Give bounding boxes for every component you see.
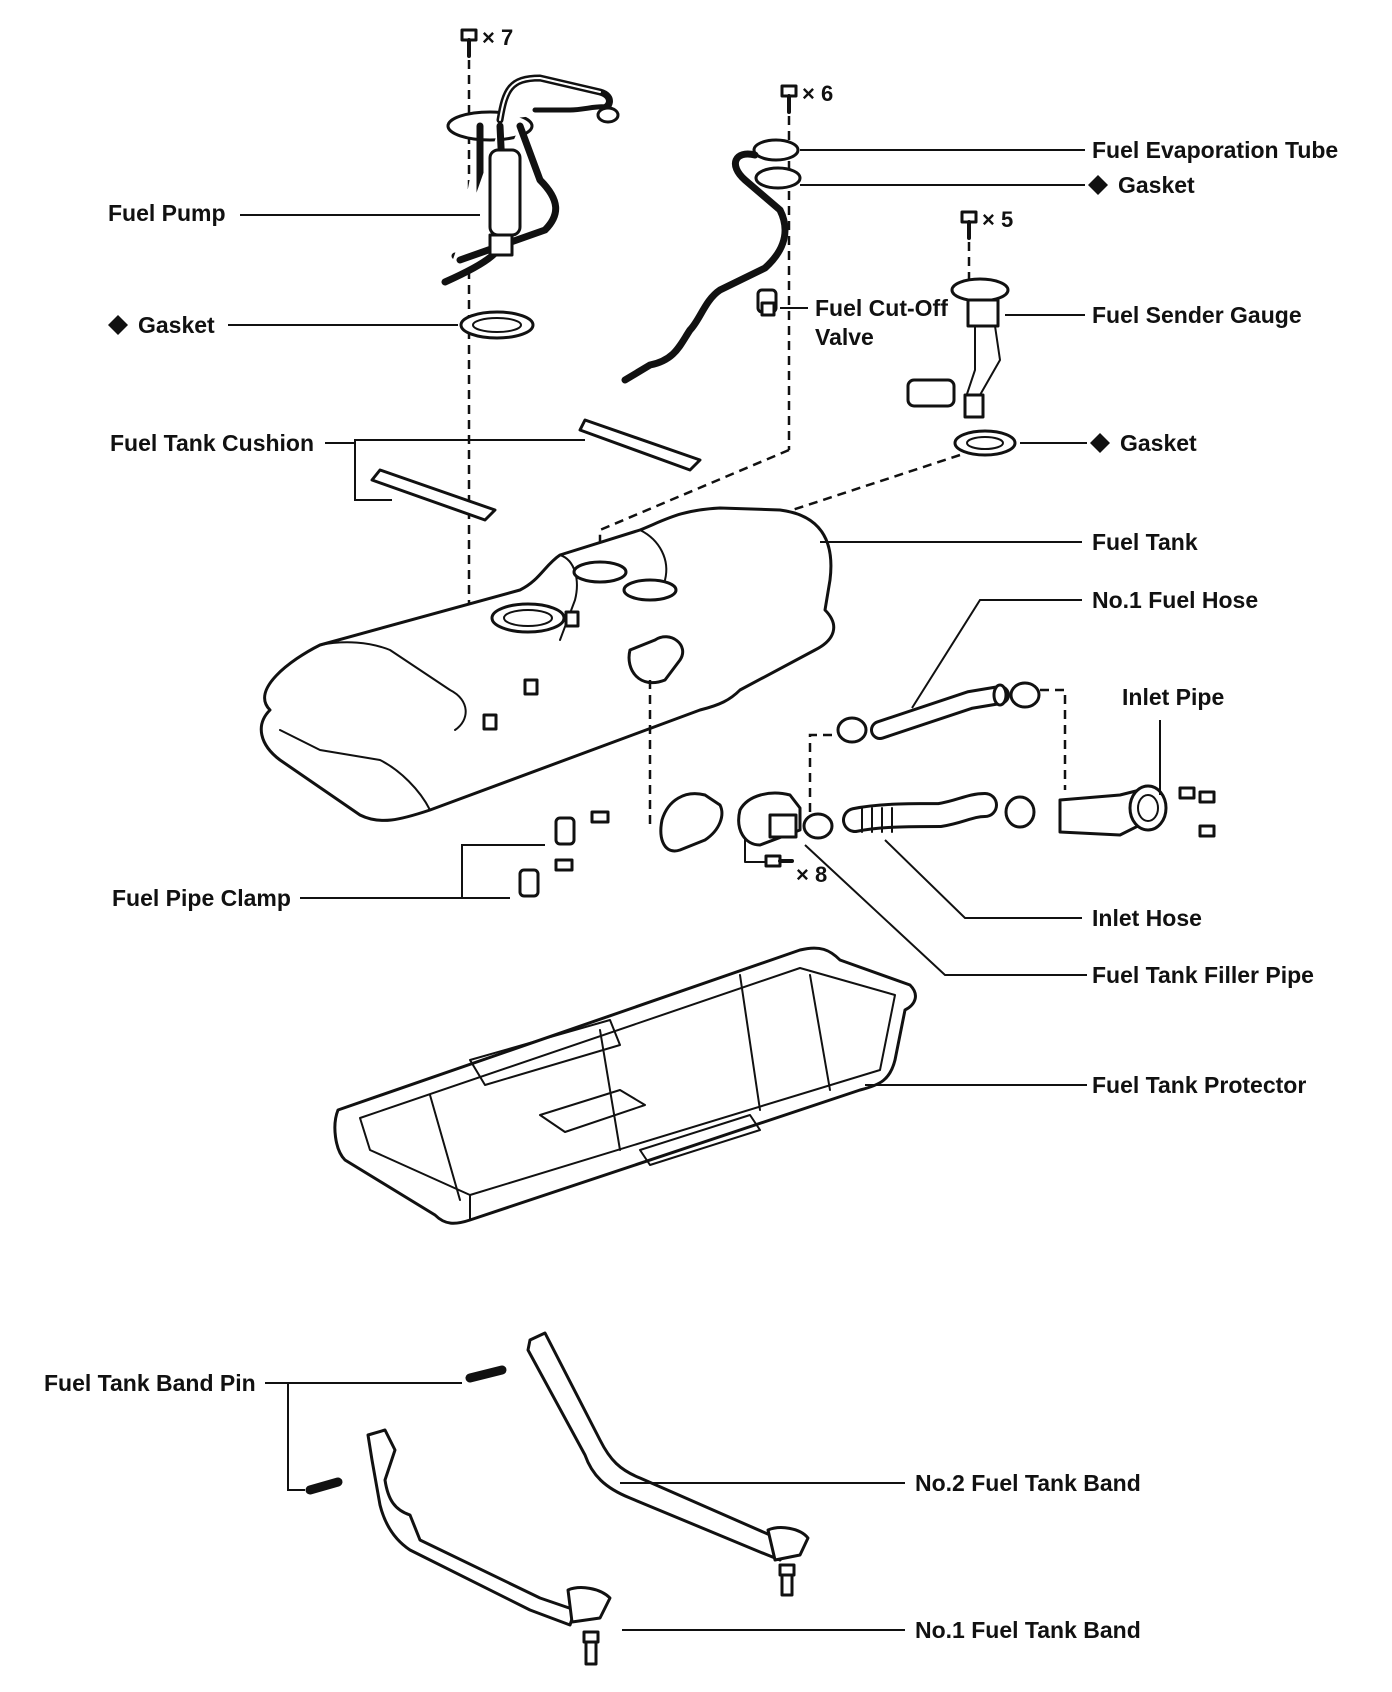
pump-gasket-part (459, 310, 535, 340)
label-inlet-pipe: Inlet Pipe (1122, 684, 1224, 710)
fuel-tank-protector-part (333, 946, 917, 1225)
label-no1-fuel-tank-band: No.1 Fuel Tank Band (915, 1617, 1141, 1643)
label-fuel-pipe-clamp: Fuel Pipe Clamp (112, 885, 291, 911)
label-fuel-pump: Fuel Pump (108, 200, 226, 226)
evap-bolt-icon (780, 84, 798, 114)
filler-bolt-icon (764, 854, 794, 868)
label-fuel-cutoff-valve-1: Fuel Cut-Off (815, 295, 948, 321)
label-fuel-tank-protector: Fuel Tank Protector (1092, 1072, 1306, 1098)
fuel-tank-part (259, 506, 836, 822)
qty-evap-bolts: × 6 (802, 81, 833, 106)
fuel-pump-part (441, 28, 620, 620)
fuel-sender-gauge-part (906, 210, 1017, 457)
label-gasket-pump: Gasket (138, 312, 215, 338)
gasket-sender-diamond-icon (1090, 433, 1110, 453)
label-fuel-tank-band-pin: Fuel Tank Band Pin (44, 1370, 256, 1396)
gasket-evap-diamond-icon (1088, 175, 1108, 195)
label-fuel-evaporation-tube: Fuel Evaporation Tube (1092, 137, 1338, 163)
label-no1-fuel-hose: No.1 Fuel Hose (1092, 587, 1258, 613)
qty-pump-bolts: × 7 (482, 25, 513, 50)
fuel-tank-cushion-part (370, 418, 702, 522)
cutoff-valve-part (756, 288, 778, 317)
label-fuel-sender-gauge: Fuel Sender Gauge (1092, 302, 1302, 328)
label-inlet-hose: Inlet Hose (1092, 905, 1202, 931)
inlet-hose-part (842, 792, 998, 833)
fuel-tank-band-pin-part (305, 1365, 507, 1495)
label-fuel-cutoff-valve-2: Valve (815, 324, 874, 350)
no2-fuel-tank-band-part (526, 1331, 810, 1597)
label-fuel-tank-cushion: Fuel Tank Cushion (110, 430, 314, 456)
fuel-pipe-clamp-part (518, 810, 610, 898)
label-gasket-sender: Gasket (1120, 430, 1197, 456)
no1-fuel-tank-band-part (366, 1428, 612, 1666)
label-gasket-evap: Gasket (1118, 172, 1195, 198)
band-bolt-icon (582, 1630, 600, 1666)
label-fuel-tank: Fuel Tank (1092, 529, 1198, 555)
gasket-pump-diamond-icon (108, 315, 128, 335)
sender-bolt-icon (960, 210, 978, 240)
qty-sender-bolts: × 5 (982, 207, 1013, 232)
label-no2-fuel-tank-band: No.2 Fuel Tank Band (915, 1470, 1141, 1496)
band-bolt-icon (778, 1563, 796, 1597)
leader-lines (228, 149, 1161, 1631)
label-fuel-tank-filler-pipe: Fuel Tank Filler Pipe (1092, 962, 1314, 988)
inlet-pipe-part (1058, 784, 1216, 838)
no1-fuel-hose-part (870, 683, 1010, 740)
pump-bolt-icon (460, 28, 478, 58)
qty-filler-bolts: × 8 (796, 862, 827, 887)
evaporation-tube-part (598, 84, 802, 545)
fuel-tank-filler-pipe-part (659, 733, 840, 868)
